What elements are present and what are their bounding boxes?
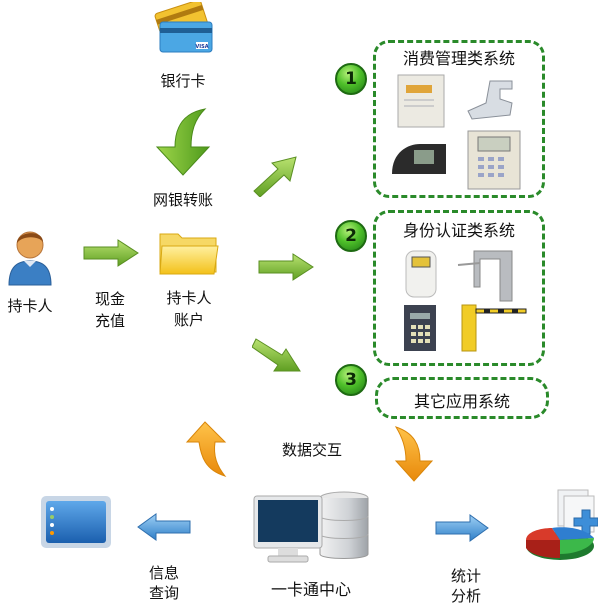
info-query-arrow bbox=[136, 512, 192, 542]
one-card-center-label: 一卡通中心 bbox=[270, 580, 351, 599]
barrier-gate-icon bbox=[458, 303, 528, 353]
bank-card-label: 银行卡 bbox=[160, 72, 206, 90]
system-2-title: 身份认证类系统 bbox=[402, 221, 515, 240]
arrow-to-system-3 bbox=[252, 333, 302, 373]
curved-up-arrow-icon bbox=[185, 421, 227, 477]
system-1-badge: 1 bbox=[335, 63, 367, 95]
system-2-badge: 2 bbox=[335, 220, 367, 252]
cardholder-account-label-1: 持卡人 bbox=[166, 289, 212, 307]
data-exchange-down-arrow bbox=[392, 425, 436, 483]
cash-recharge-label-2: 充值 bbox=[94, 312, 125, 330]
cash-recharge-arrow bbox=[82, 238, 140, 268]
one-card-center bbox=[252, 490, 370, 566]
stats-analysis-label-1: 统计 bbox=[450, 567, 481, 585]
pos-terminal-icon bbox=[388, 138, 450, 178]
down-arrow-icon bbox=[155, 108, 211, 176]
person-icon bbox=[8, 231, 52, 286]
online-transfer-arrow bbox=[153, 107, 213, 177]
cardholder-account-label-2: 账户 bbox=[173, 311, 204, 329]
curved-down-arrow-icon bbox=[394, 426, 434, 482]
system-1-box[interactable]: 消费管理类系统 bbox=[373, 40, 545, 198]
system-3-badge: 3 bbox=[335, 364, 367, 396]
card-reader-box-icon bbox=[394, 73, 450, 129]
right-arrow-icon bbox=[258, 253, 314, 281]
folder-icon bbox=[159, 233, 219, 275]
diagonal-up-arrow-icon bbox=[253, 156, 297, 197]
stats-pie-chart bbox=[522, 488, 598, 568]
stats-analysis-arrow bbox=[434, 513, 490, 543]
cardholder-account bbox=[158, 228, 220, 276]
computer-database-icon bbox=[253, 491, 369, 563]
arrow-to-system-1 bbox=[250, 153, 300, 197]
id-reader-icon bbox=[404, 249, 438, 299]
cardholder-label: 持卡人 bbox=[7, 297, 53, 315]
info-query-label-2: 查询 bbox=[148, 584, 179, 602]
svg-text:VISA: VISA bbox=[195, 44, 208, 50]
access-keypad-icon bbox=[402, 303, 438, 353]
diagonal-down-arrow-icon bbox=[252, 338, 301, 372]
cash-recharge-label-1: 现金 bbox=[94, 290, 125, 308]
keypad-terminal-icon bbox=[464, 129, 524, 191]
faucet-icon bbox=[466, 75, 522, 125]
online-transfer-label: 网银转账 bbox=[152, 191, 213, 209]
info-query-label-1: 信息 bbox=[148, 564, 179, 582]
data-exchange-up-arrow bbox=[185, 420, 229, 478]
system-3-title: 其它应用系统 bbox=[413, 392, 510, 411]
turnstile-icon bbox=[456, 247, 520, 305]
system-1-title: 消费管理类系统 bbox=[402, 49, 515, 68]
data-exchange-label: 数据交互 bbox=[281, 441, 342, 459]
left-arrow-icon bbox=[137, 513, 191, 541]
arrow-to-system-2 bbox=[257, 252, 315, 282]
right-arrow-icon bbox=[435, 514, 489, 542]
system-2-box[interactable]: 身份认证类系统 bbox=[373, 210, 545, 366]
right-arrow-icon bbox=[83, 239, 139, 267]
bank-card: VISA bbox=[150, 2, 216, 54]
stats-analysis-label-2: 分析 bbox=[450, 587, 481, 605]
system-3-box[interactable]: 其它应用系统 bbox=[375, 377, 549, 419]
credit-card-icon: VISA bbox=[154, 2, 213, 53]
cardholder bbox=[5, 225, 55, 287]
desktop-screen-icon bbox=[41, 496, 111, 548]
pie-chart-icon bbox=[526, 489, 598, 560]
info-query-screen bbox=[40, 495, 112, 549]
